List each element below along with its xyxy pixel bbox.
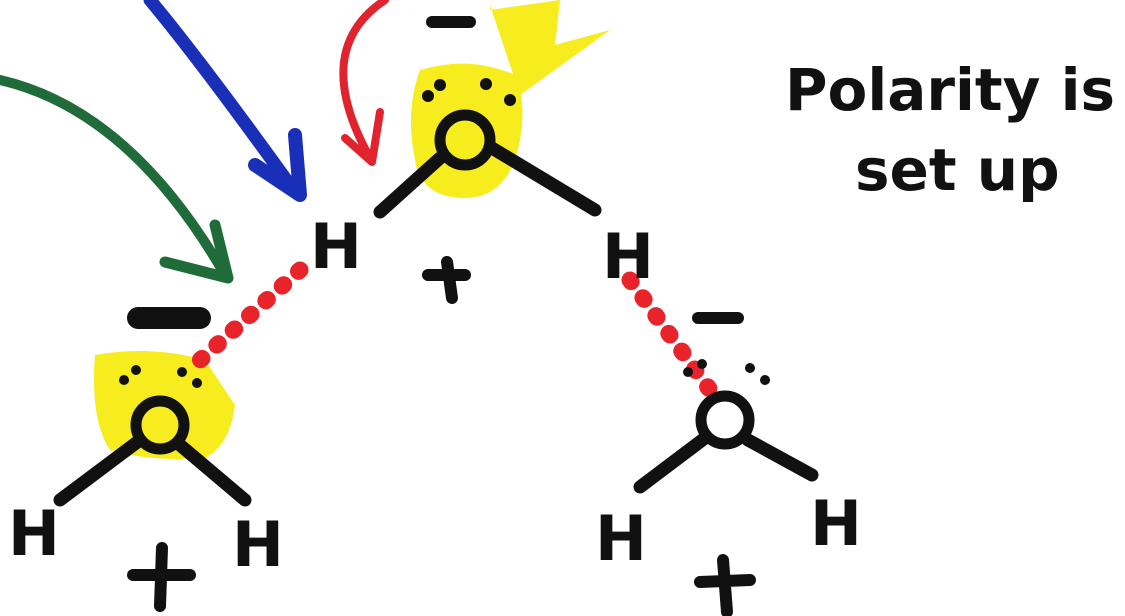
caption-line-2: set up [855,136,1060,204]
caption-group: Polarity is set up [785,56,1115,204]
bond-left-right [173,438,252,507]
blue-arrow-head [248,128,307,202]
green-arrow-shaft [0,75,230,280]
hydrogen-labels: H H H H H H [8,210,862,581]
blue-arrow-shaft [143,0,297,192]
oxygen-atom-top [434,109,496,171]
hydrogen-bond-left [189,261,309,371]
hydrogen-bond-group [189,261,719,399]
lone-pair-dot [760,375,770,385]
lone-pair-dot [434,79,446,91]
lone-pair-dot [745,363,755,373]
lone-pair-dot [192,378,202,388]
lone-pair-dot [177,367,187,377]
hydrogen-atom-top-right: H [602,220,654,293]
hydrogen-atom-right-left: H [595,502,647,575]
hydrogen-atom-right-right: H [810,487,862,560]
water-molecule-right [633,312,819,616]
highlight-top-oxygen [411,63,523,199]
red-arrow-head [341,108,384,166]
lone-pair-dot [504,94,516,106]
oxygen-atom-left [130,395,190,455]
bond-left-left [53,433,147,507]
water-molecule-top [373,16,602,304]
bond-right-right [741,433,819,482]
lone-pair-dot [119,375,129,385]
hydrogen-atom-left-bottom: H [8,497,60,570]
arrow-group [0,0,389,284]
oxygen-atom-right [695,390,755,450]
lone-pair-dot [131,365,141,375]
partial-positive-right [694,554,756,616]
caption-line-1: Polarity is [785,56,1115,124]
hydrogen-bond-right [621,271,719,399]
hydrogen-atom-left-right: H [232,508,284,581]
yellow-arrow [490,0,610,95]
lone-pair-dot [480,78,492,90]
bond-top-right [485,141,602,217]
lone-pair-dot [697,359,707,369]
red-arrow-shaft [339,0,389,162]
bond-top-left [373,151,447,219]
water-molecule-left [53,307,252,612]
hydrogen-atom-top-left: H [310,210,362,283]
lone-pair-dot [683,367,693,377]
green-arrow-head [159,219,234,284]
bond-right-left [633,431,712,494]
partial-positive-left [127,542,196,612]
partial-positive-top-h [422,256,471,304]
lone-pair-dot [422,90,434,102]
